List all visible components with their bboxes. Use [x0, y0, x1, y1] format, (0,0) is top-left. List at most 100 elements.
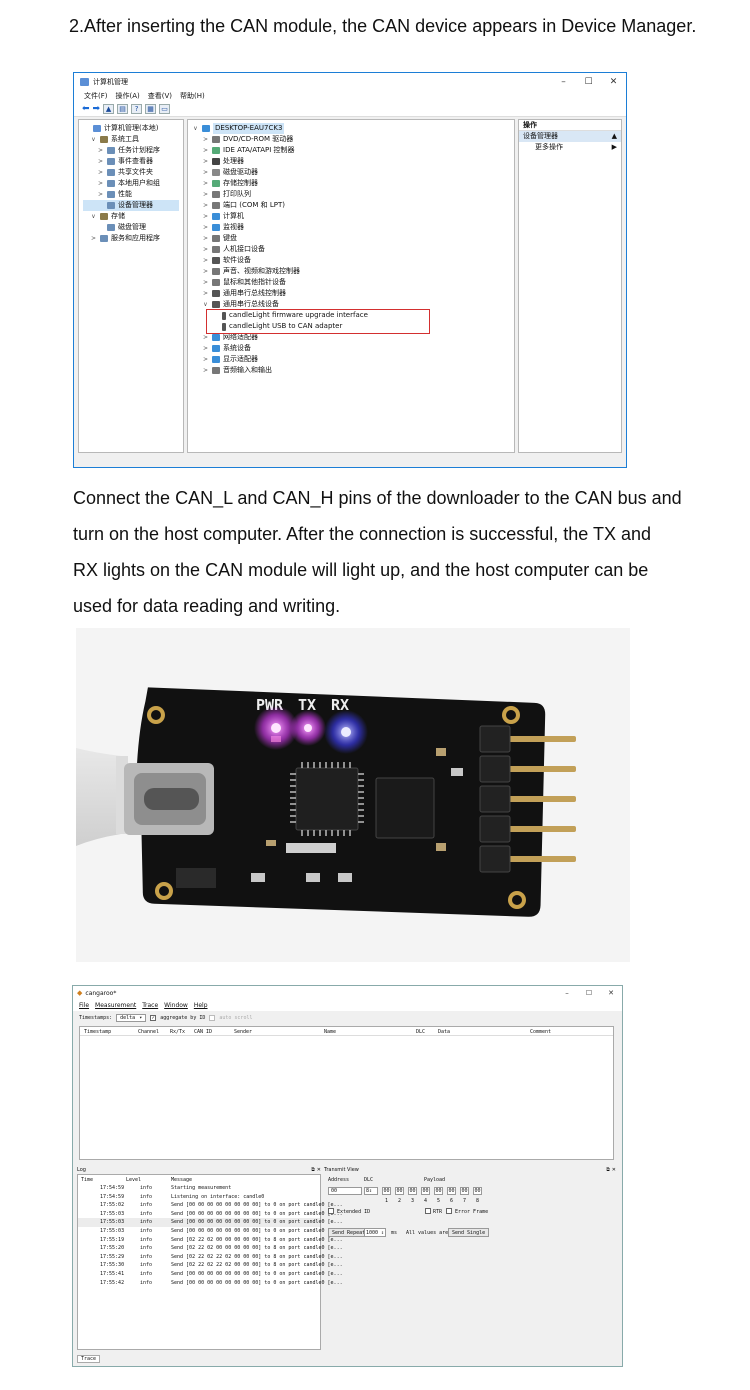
device-tree-item[interactable]: >音频输入和输出 [192, 365, 510, 376]
chevron-down-icon[interactable]: ∨ [91, 213, 96, 220]
col-channel[interactable]: Channel [138, 1029, 160, 1035]
console-tree-item[interactable]: >本地用户和组 [83, 178, 179, 189]
minimize-button[interactable]: – [561, 76, 566, 87]
help-icon[interactable]: ? [131, 104, 143, 114]
log-col-time[interactable]: Time [81, 1177, 94, 1183]
menu-window[interactable]: Window [164, 1002, 188, 1009]
console-tree-item[interactable]: >性能 [83, 189, 179, 200]
payload-byte-input[interactable]: 00 [421, 1187, 430, 1195]
actions-more[interactable]: 更多操作 ▶ [519, 142, 621, 153]
console-tree-item[interactable]: ∨存储 [83, 211, 179, 222]
chevron-right-icon[interactable]: > [202, 191, 209, 198]
autoscroll-checkbox[interactable] [209, 1014, 216, 1021]
col-dlc[interactable]: DLC [416, 1029, 426, 1035]
col-can-id[interactable]: CAN ID [194, 1029, 213, 1035]
console-tree-item[interactable]: ∨系统工具 [83, 134, 179, 145]
cangaroo-maximize-button[interactable]: ☐ [585, 989, 593, 997]
chevron-right-icon[interactable]: > [202, 136, 209, 143]
console-tree-item[interactable]: >服务和应用程序 [83, 233, 179, 244]
menu-action[interactable]: 操作(A) [115, 92, 140, 100]
chevron-right-icon[interactable]: > [202, 257, 209, 264]
device-tree-item[interactable]: >磁盘驱动器 [192, 167, 510, 178]
chevron-right-icon[interactable]: > [202, 356, 209, 363]
device-tree-item[interactable]: >显示适配器 [192, 354, 510, 365]
trace-view[interactable]: Timestamp Channel Rx/Tx CAN ID Sender Na… [79, 1026, 614, 1160]
payload-byte-input[interactable]: 00 [408, 1187, 417, 1195]
repeat-interval-input[interactable]: 1000 ⇕ [364, 1228, 386, 1237]
chevron-right-icon[interactable]: > [202, 334, 209, 341]
undock-icon[interactable]: ⧉ [311, 1166, 315, 1173]
col-name[interactable]: Name [324, 1029, 337, 1035]
undock-icon[interactable]: ⧉ [606, 1166, 610, 1173]
device-tree-item[interactable]: candleLight firmware upgrade interface [192, 310, 510, 321]
menu-measurement[interactable]: Measurement [95, 1002, 137, 1009]
dock-close-icon[interactable]: ✕ [316, 1166, 321, 1173]
device-tree-item[interactable]: >键盘 [192, 233, 510, 244]
chevron-right-icon[interactable]: > [202, 224, 209, 231]
console-tree-item[interactable]: >任务计划程序 [83, 145, 179, 156]
monitor-icon[interactable]: ▭ [159, 104, 171, 114]
payload-byte-input[interactable]: 00 [460, 1187, 469, 1195]
chevron-right-icon[interactable]: > [202, 235, 209, 242]
chevron-right-icon[interactable]: > [202, 367, 209, 374]
properties-icon[interactable]: ▦ [145, 104, 157, 114]
device-tree-item[interactable]: >系统设备 [192, 343, 510, 354]
chevron-down-icon[interactable]: ∨ [91, 136, 96, 143]
dock-close-icon[interactable]: ✕ [611, 1166, 616, 1173]
console-tree-item[interactable]: >共享文件夹 [83, 167, 179, 178]
back-icon[interactable]: ⬅ [82, 104, 90, 114]
timestamps-select[interactable]: delta ▾ [116, 1013, 147, 1022]
device-tree-item[interactable]: >DVD/CD-ROM 驱动器 [192, 134, 510, 145]
console-tree-item[interactable]: 设备管理器 [83, 200, 179, 211]
chevron-down-icon[interactable]: ∨ [203, 301, 208, 308]
device-tree-item[interactable]: >计算机 [192, 211, 510, 222]
device-tree-root[interactable]: ∨ DESKTOP-EAU7CK3 [192, 123, 510, 134]
payload-byte-input[interactable]: 00 [395, 1187, 404, 1195]
menu-view[interactable]: 查看(V) [147, 92, 173, 100]
menu-help[interactable]: 帮助(H) [180, 92, 205, 100]
menu-file[interactable]: 文件(F) [84, 92, 108, 100]
chevron-right-icon[interactable]: > [202, 345, 209, 352]
device-tree-item[interactable]: ∨通用串行总线设备 [192, 299, 510, 310]
menu-help[interactable]: Help [193, 1002, 208, 1009]
chevron-right-icon[interactable]: > [97, 147, 104, 154]
aggregate-checkbox[interactable]: ✓ [150, 1014, 157, 1021]
console-tree-item[interactable]: 计算机管理(本地) [83, 123, 179, 134]
device-tree-item[interactable]: >监视器 [192, 222, 510, 233]
payload-byte-input[interactable]: 00 [447, 1187, 456, 1195]
chevron-right-icon[interactable]: > [202, 290, 209, 297]
device-tree-item[interactable]: >软件设备 [192, 255, 510, 266]
console-tree-item[interactable]: 磁盘管理 [83, 222, 179, 233]
chevron-right-icon[interactable]: > [90, 235, 97, 242]
device-tree-item[interactable]: >鼠标和其他指针设备 [192, 277, 510, 288]
show-tree-icon[interactable]: ▤ [117, 104, 129, 114]
send-single-button[interactable]: Send Single [448, 1228, 490, 1237]
col-comment[interactable]: Comment [530, 1029, 552, 1035]
menu-trace[interactable]: Trace [142, 1002, 159, 1009]
cangaroo-minimize-button[interactable]: – [565, 989, 569, 997]
chevron-right-icon[interactable]: > [97, 158, 104, 165]
chevron-right-icon[interactable]: > [202, 213, 209, 220]
device-tree-item[interactable]: >打印队列 [192, 189, 510, 200]
chevron-right-icon[interactable]: > [202, 268, 209, 275]
device-tree-item[interactable]: >人机接口设备 [192, 244, 510, 255]
send-repeat-button[interactable]: Send Repeat [328, 1228, 370, 1237]
chevron-right-icon[interactable]: > [202, 279, 209, 286]
address-input[interactable]: 00 [328, 1187, 362, 1195]
device-tree-item[interactable]: >存储控制器 [192, 178, 510, 189]
dlc-spinbox[interactable]: 8⇕ [364, 1187, 378, 1195]
chevron-right-icon[interactable]: > [202, 158, 209, 165]
actions-device-manager[interactable]: 设备管理器 ▲ [519, 131, 621, 142]
device-tree-item[interactable]: >处理器 [192, 156, 510, 167]
payload-byte-input[interactable]: 00 [473, 1187, 482, 1195]
chevron-right-icon[interactable]: > [202, 246, 209, 253]
